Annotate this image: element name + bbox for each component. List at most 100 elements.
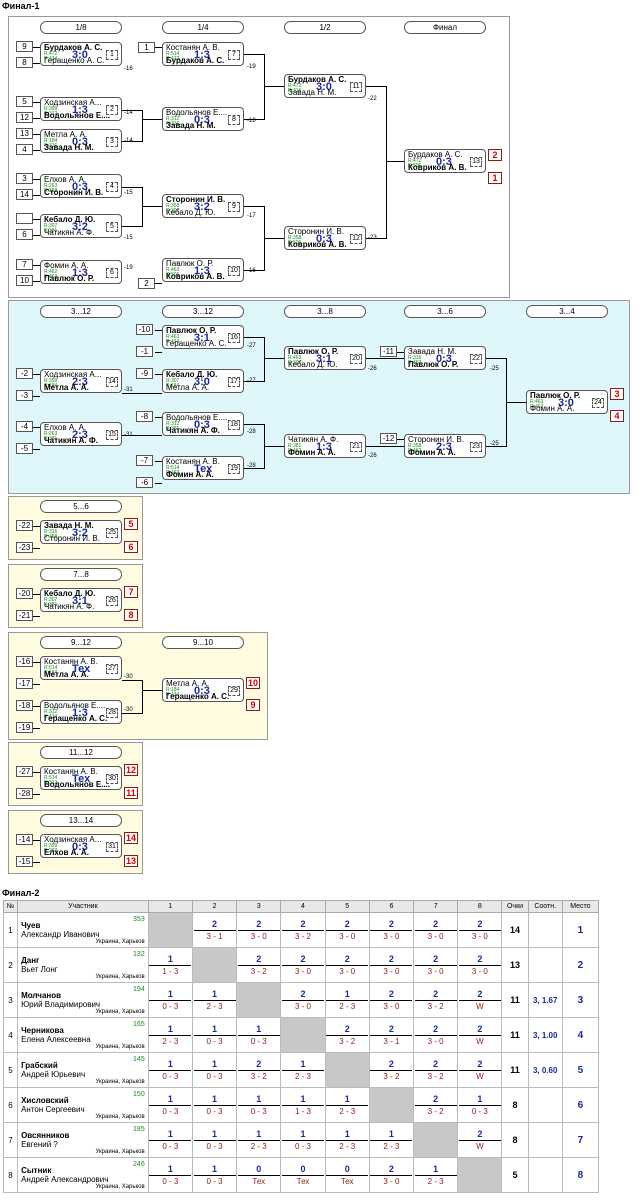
seed-number: -15 <box>16 856 33 867</box>
link-label: -26 <box>368 366 377 372</box>
player-one: Бурдаков А. С. <box>288 75 347 84</box>
result-points: 1 <box>281 1058 324 1071</box>
result-score: 0 - 3 <box>294 1142 311 1151</box>
result-points: 2 <box>326 918 369 931</box>
seed-number: -7 <box>136 455 153 466</box>
seed-number: 1 <box>138 42 155 53</box>
result-points: 1 <box>414 1163 457 1176</box>
participant-fullname: Антон Сергеевич <box>21 1105 85 1114</box>
rr-ratio <box>527 1087 563 1123</box>
link-label: -19 <box>247 64 256 70</box>
player-one: Павлюк О. Р. <box>530 391 581 400</box>
result-points: 2 <box>414 918 457 931</box>
rating-two: R:316 <box>166 121 180 127</box>
bracket-line <box>264 337 265 382</box>
seed-number: 2 <box>138 278 155 289</box>
match-number: 28 <box>106 708 118 718</box>
result-points: 1 <box>149 1093 192 1106</box>
match-score: 1:3 <box>72 104 88 116</box>
player-one: Павлюк О. Р. <box>288 347 339 356</box>
result-points: 1 <box>237 1093 280 1106</box>
participant-name: Черникова <box>21 1026 64 1035</box>
player-one: Завада Н. М. <box>408 347 457 356</box>
result-points: 1 <box>281 1093 324 1106</box>
bracket-line <box>33 728 40 729</box>
player-two: Геращенко А. С. <box>166 692 230 701</box>
bracket-line <box>33 47 40 48</box>
participant-rating: 145 <box>133 1056 145 1063</box>
rating-two: R:462 <box>166 470 180 476</box>
result-points: 2 <box>370 988 413 1001</box>
result-score: 2 - 3 <box>339 1002 356 1011</box>
round-header: Финал <box>404 21 486 34</box>
seed-number: 6 <box>16 229 33 240</box>
rating-one: R:307 <box>44 597 58 603</box>
result-points: 1 <box>326 988 369 1001</box>
bracket-line <box>486 358 506 359</box>
match-score: 1:3 <box>72 267 88 279</box>
result-points: 0 <box>326 1163 369 1176</box>
rating-two: R:381 <box>166 426 180 432</box>
bracket-line <box>33 150 40 151</box>
match-score: 0:3 <box>72 841 88 853</box>
rating-one: R:514 <box>166 465 180 471</box>
rr-place: 8 <box>561 1157 600 1193</box>
participant-name: Хисловский <box>21 1096 69 1105</box>
match-score: 3:1 <box>194 332 210 344</box>
player-one: Водольянов Е.... <box>166 413 228 422</box>
result-score: 2 - 3 <box>339 1107 356 1116</box>
bracket-line <box>33 118 40 119</box>
match-number: 23 <box>470 442 482 452</box>
match-number: 20 <box>350 354 362 364</box>
match-number: 25 <box>106 528 118 538</box>
seed-number: -20 <box>16 588 33 599</box>
seed-number: -5 <box>16 443 33 454</box>
rating-two: R:434 <box>44 714 58 720</box>
match-score: 1:3 <box>316 441 332 453</box>
rr-col-header: Очки <box>501 900 529 913</box>
